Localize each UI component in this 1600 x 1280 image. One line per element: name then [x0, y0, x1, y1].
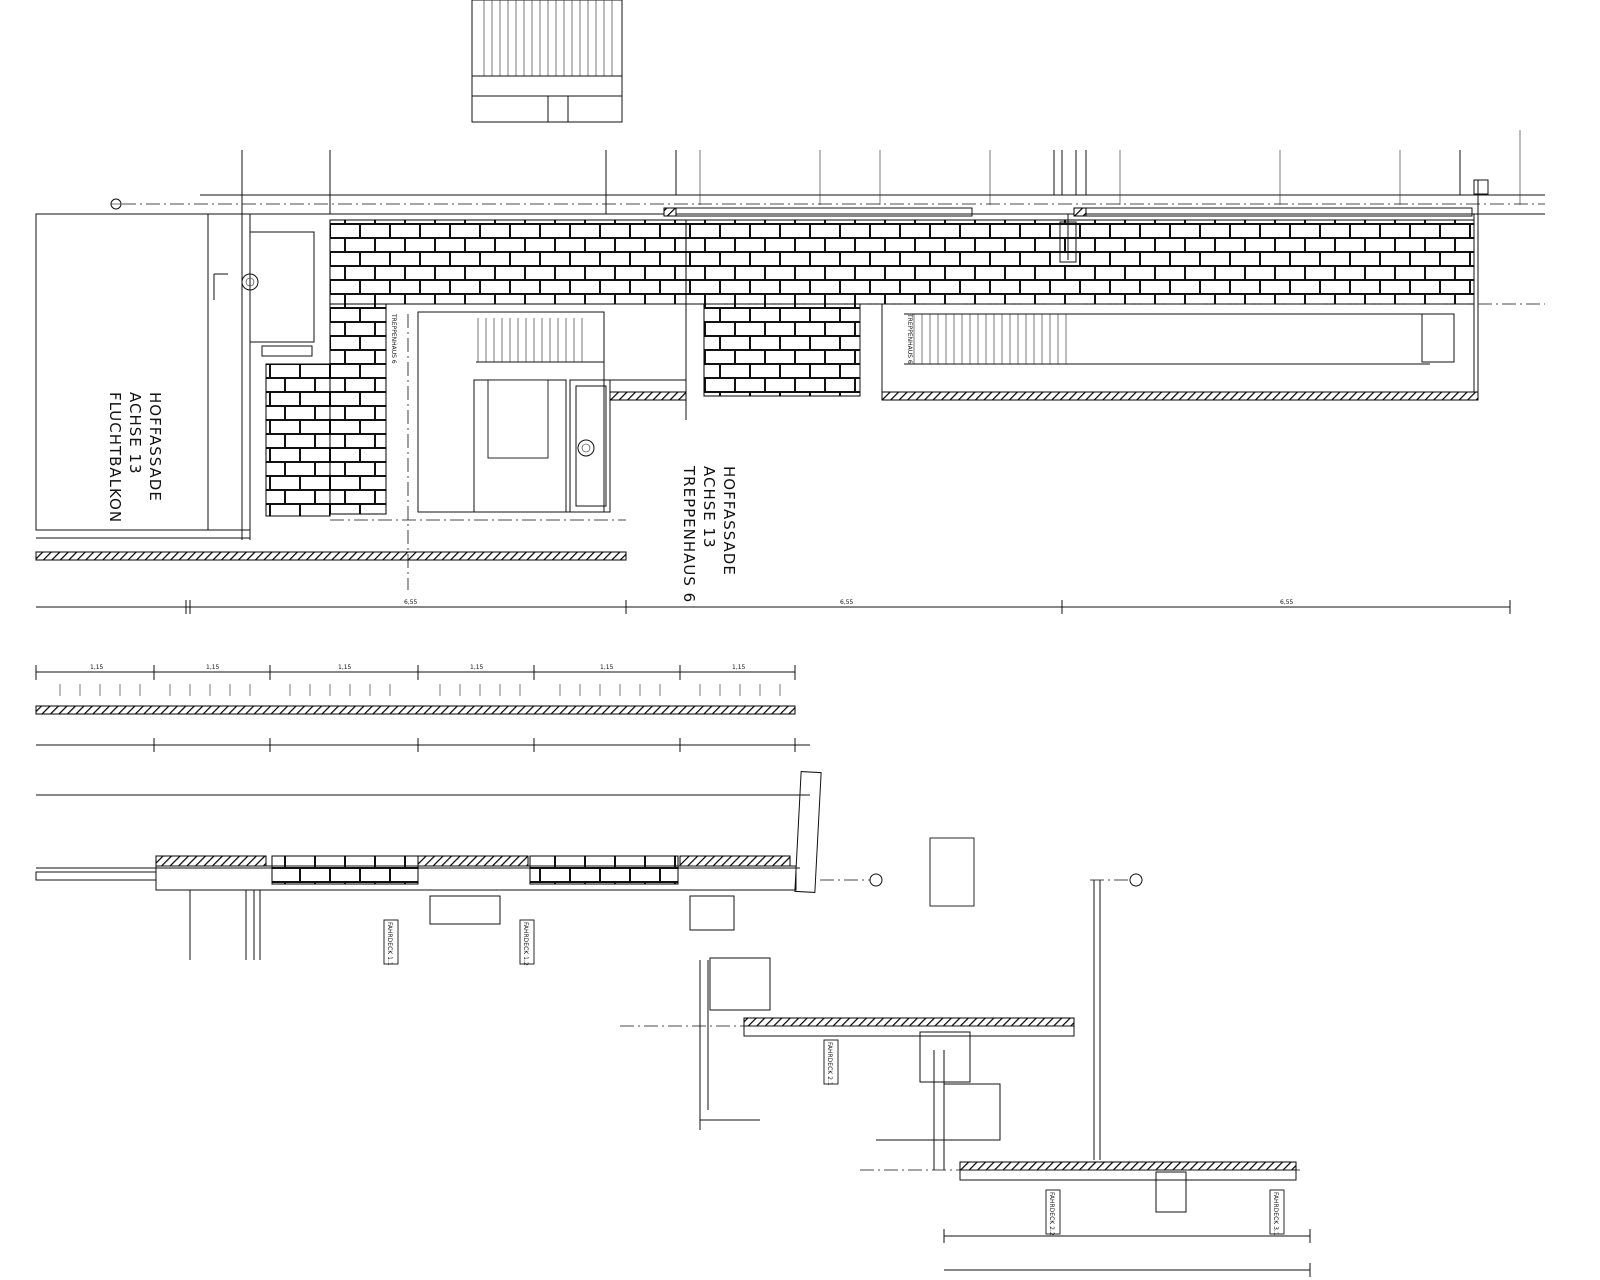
dim-upper-1: 6,55 [404, 599, 418, 606]
label-fahrdeck-22: FAHRDECK 2.2 [1048, 1192, 1055, 1236]
label-hofbalkon-2: ACHSE 13 [126, 392, 144, 475]
tile-floor-lower-left [265, 363, 331, 517]
dim-lower-5: 1,15 [600, 664, 614, 671]
dim-lower-1: 1,15 [90, 664, 104, 671]
label-treppenhaus-2: ACHSE 13 [700, 466, 718, 549]
label-fahrdeck-12: FAHRDECK 1.2 [522, 922, 529, 966]
dim-lower-3: 1,15 [338, 664, 352, 671]
tile-floor-right [685, 219, 1475, 305]
upper-room-outline [471, 0, 623, 123]
upper-plan: 6,55 6,55 6,55 HOFFASSADE ACHSE 13 FLUCH… [35, 0, 1545, 614]
label-treppenhaus-6-b: TREPPENHAUS 6 [906, 313, 913, 364]
lower-section: 1,15 1,15 1,15 1,15 1,15 1,15 [35, 664, 1311, 1277]
drain-symbol-2 [577, 439, 595, 457]
tile-floor-column [329, 303, 387, 515]
axis-bubble-3 [1129, 873, 1143, 887]
label-fahrdeck-21: FAHRDECK 2.1 [826, 1042, 833, 1086]
dim-upper-3: 6,55 [1280, 599, 1294, 606]
label-treppenhaus-6-a: TREPPENHAUS 6 [390, 313, 397, 364]
small-room [249, 231, 315, 343]
dim-upper-2: 6,55 [840, 599, 854, 606]
tile-floor-main [329, 219, 687, 305]
label-fahrdeck-31: FAHRDECK 3.1 [1272, 1192, 1279, 1236]
right-slab-hatch [881, 391, 1479, 401]
dim-lower-4: 1,15 [470, 664, 484, 671]
annotation-clusters [699, 130, 1521, 205]
stair-treads-right [913, 314, 1067, 364]
deck-2-hatch [743, 1017, 1075, 1027]
label-treppenhaus-3: TREPPENHAUS 6 [680, 465, 698, 603]
label-hofbalkon-3: FLUCHTBALKON [106, 392, 124, 523]
label-fahrdeck-11: FAHRDECK 1.1 [386, 922, 393, 966]
deck-3-hatch [959, 1161, 1297, 1171]
lower-slab-hatch [35, 705, 796, 715]
axis-bubble-2 [869, 873, 883, 887]
dim-lower-6: 1,15 [732, 664, 746, 671]
tile-floor-step [703, 303, 861, 397]
dim-lower-2: 1,15 [206, 664, 220, 671]
drain-symbol [241, 273, 259, 291]
slab-edge-hatch [35, 551, 627, 561]
stair-treads-left [477, 318, 583, 362]
ribbed-strip [59, 684, 781, 696]
label-hofbalkon-1: HOFFASSADE [146, 392, 164, 502]
label-treppenhaus-1: HOFFASSADE [720, 466, 738, 576]
